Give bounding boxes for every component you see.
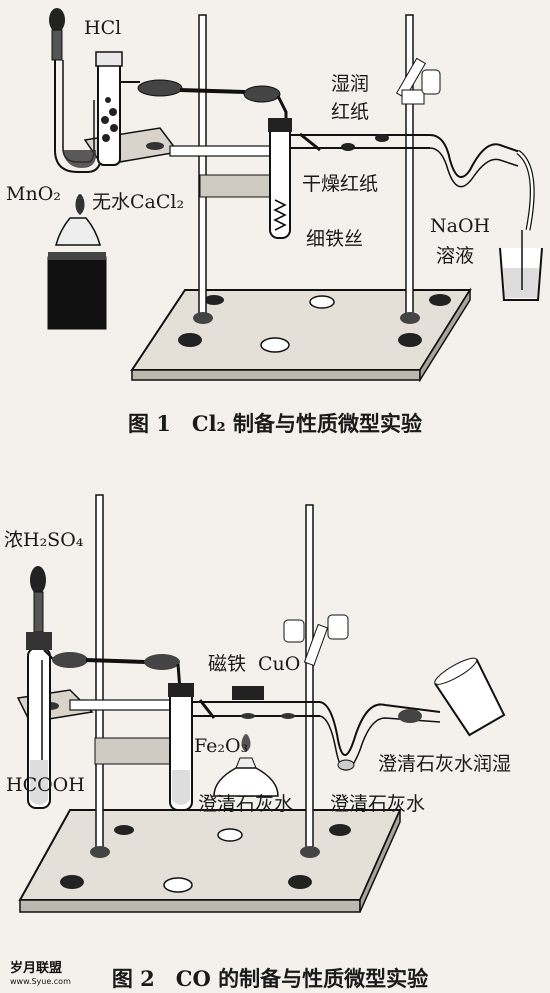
label-cuo: CuO: [258, 653, 300, 675]
stand-base-1: [130, 287, 472, 383]
label-limewater-2: 澄清石灰水: [330, 793, 425, 815]
label-dry-paper: 干燥红纸: [302, 173, 378, 195]
cacl2-tube: [95, 51, 123, 166]
limewater-tube-1: [168, 683, 194, 811]
horizontal-tube-2: [192, 686, 441, 771]
label-wet-paper-1: 湿润: [331, 73, 369, 95]
naoh-beaker: [499, 230, 543, 301]
stand-rods-1: [193, 14, 420, 324]
limewater-beaker: [434, 657, 506, 737]
horizontal-tube-1: [290, 132, 535, 231]
label-naoh: NaOH: [430, 215, 490, 237]
label-cacl2: 无水CaCl₂: [92, 191, 184, 213]
iron-wire-tube: [268, 118, 292, 239]
label-naoh-solution: 溶液: [436, 245, 474, 267]
label-magnet: 磁铁: [208, 653, 246, 675]
caption-figure-1: 图 1 Cl₂ 制备与性质微型实验: [128, 411, 422, 436]
label-limewater-1: 澄清石灰水: [198, 793, 293, 815]
label-mno2: MnO₂: [6, 183, 61, 205]
label-conc-h2so4: 浓H₂SO₄: [4, 529, 84, 551]
caption-figure-2: 图 2 CO 的制备与性质微型实验: [112, 966, 428, 991]
hcooh-tube: [26, 566, 52, 809]
label-iron-wire: 细铁丝: [306, 228, 363, 250]
watermark-url: www.Syue.com: [10, 977, 71, 986]
alcohol-lamp-2: [213, 734, 279, 797]
clamp-right-2: [283, 614, 349, 667]
stand-rods-2: [90, 494, 320, 858]
clamp-right-1: [395, 57, 441, 105]
figure-1: HCl MnO₂ 无水CaCl₂ 湿润 红纸 干燥红纸 细铁丝 NaOH 溶液 …: [6, 8, 543, 436]
lamp-1: [47, 194, 107, 330]
label-limewater-wet: 澄清石灰水润湿: [378, 753, 511, 775]
watermark: 岁月联盟 www.Syue.com: [4, 956, 94, 990]
label-hcooh: HCOOH: [6, 774, 85, 796]
watermark-text: 岁月联盟: [10, 960, 62, 976]
tubing-2: [43, 649, 182, 691]
label-wet-paper-2: 红纸: [331, 101, 369, 123]
label-hcl: HCl: [84, 17, 121, 39]
stand-base-2: [18, 809, 402, 913]
figure-2: 浓H₂SO₄ 磁铁 CuO Fe₂O₃ HCOOH 澄清石灰水 澄清石灰水 澄清…: [4, 494, 511, 991]
label-fe2o3: Fe₂O₃: [194, 735, 248, 757]
